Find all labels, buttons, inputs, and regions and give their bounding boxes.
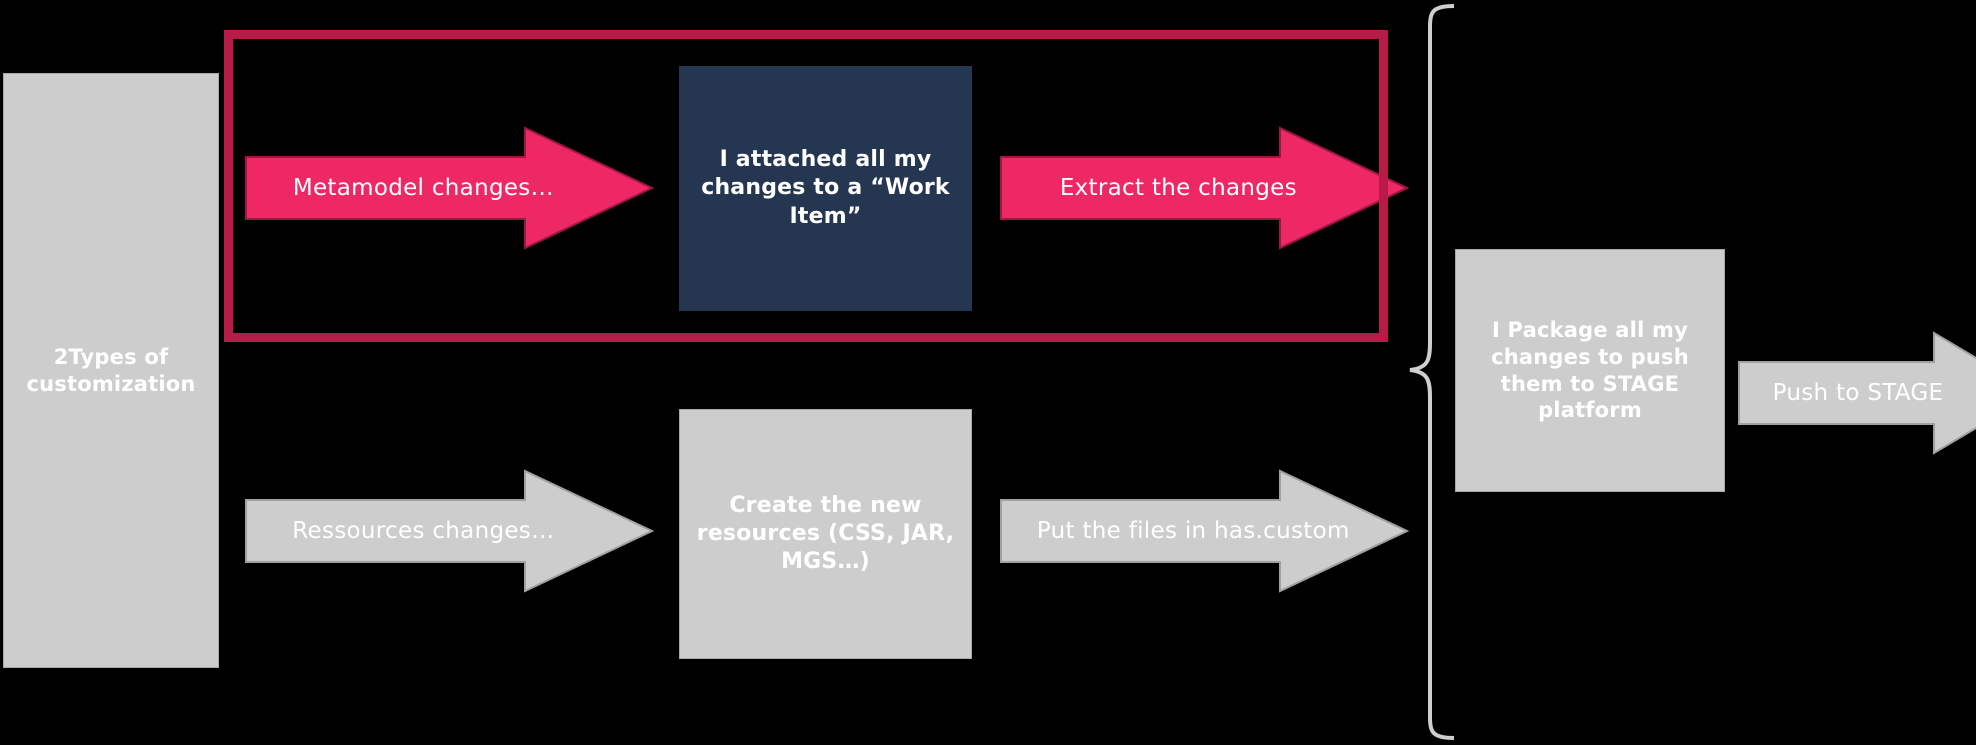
arrow-metamodel-changes-label: Metamodel changes… xyxy=(292,175,554,201)
package-changes-box-label: I Package all my changes to push them to… xyxy=(1491,317,1689,423)
create-resources-box[interactable]: Create the new resources (CSS, JAR, MGS…… xyxy=(679,409,972,659)
arrow-extract-the-changes-label: Extract the changes xyxy=(1059,175,1297,201)
package-changes-box[interactable]: I Package all my changes to push them to… xyxy=(1455,249,1725,492)
arrow-extract-the-changes[interactable]: Extract the changes xyxy=(1000,125,1410,251)
create-resources-box-label: Create the new resources (CSS, JAR, MGS…… xyxy=(696,492,955,575)
arrow-right-icon xyxy=(245,126,655,250)
arrow-right-icon xyxy=(245,469,655,593)
arrow-right-icon xyxy=(1000,126,1410,250)
work-item-box-label: I attached all my changes to a “Work Ite… xyxy=(701,147,950,229)
merge-brace xyxy=(1409,4,1455,740)
arrow-ressources-changes-label: Ressources changes… xyxy=(292,518,555,544)
arrow-push-to-stage[interactable]: Push to STAGE xyxy=(1738,330,1976,456)
arrow-right-icon xyxy=(1738,331,1976,455)
arrow-push-to-stage-label: Push to STAGE xyxy=(1772,380,1944,406)
start-box-2types-of-customization[interactable]: 2Types of customization xyxy=(3,73,219,668)
work-item-box[interactable]: I attached all my changes to a “Work Ite… xyxy=(679,66,972,311)
arrow-ressources-changes[interactable]: Ressources changes… xyxy=(245,468,655,594)
arrow-right-icon xyxy=(1000,469,1410,593)
start-box-label: 2Types of customization xyxy=(26,344,196,396)
arrow-metamodel-changes[interactable]: Metamodel changes… xyxy=(245,125,655,251)
arrow-put-files-in-has-custom[interactable]: Put the files in has.custom xyxy=(1000,468,1410,594)
metamodel-track-highlight-frame xyxy=(224,30,1388,342)
arrow-put-files-in-has-custom-label: Put the files in has.custom xyxy=(1036,518,1350,544)
